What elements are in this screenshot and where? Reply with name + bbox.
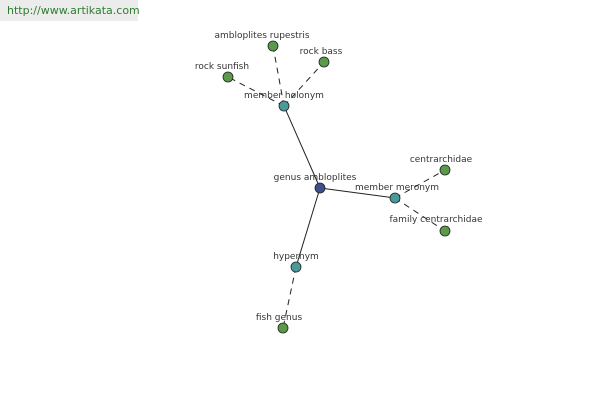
edge-center-member-holonym — [283, 105, 321, 189]
edge-center-member-meronym — [319, 187, 396, 199]
watermark-url[interactable]: http://www.artikata.com — [0, 0, 140, 21]
label-rock-bass: rock bass — [300, 47, 343, 57]
label-hypernym: hypernym — [273, 252, 319, 262]
edges — [227, 45, 446, 329]
label-genus-ambloplites: genus ambloplites — [274, 173, 357, 183]
node-genus-ambloplites[interactable] — [314, 182, 326, 194]
node-rock-sunfish[interactable] — [222, 71, 234, 83]
label-rock-sunfish: rock sunfish — [195, 62, 249, 72]
node-member-meronym[interactable] — [389, 192, 401, 204]
node-rock-bass[interactable] — [318, 56, 330, 68]
label-family-centrarchidae: family centrarchidae — [390, 215, 483, 225]
label-centrarchidae: centrarchidae — [410, 155, 473, 165]
label-member-meronym: member meronym — [355, 183, 439, 193]
nodes — [222, 40, 451, 334]
edge-holonym-rock-bass — [283, 61, 325, 107]
node-family-centrarchidae[interactable] — [439, 225, 451, 237]
label-fish-genus: fish genus — [256, 313, 303, 323]
node-ambloplites-rupestris[interactable] — [267, 40, 279, 52]
node-member-holonym[interactable] — [278, 100, 290, 112]
edge-meronym-family-centrarchidae — [394, 197, 446, 232]
node-fish-genus[interactable] — [277, 322, 289, 334]
labels: genus ambloplites member holonym member … — [195, 31, 483, 323]
edge-meronym-centrarchidae — [394, 169, 446, 199]
node-centrarchidae[interactable] — [439, 164, 451, 176]
label-member-holonym: member holonym — [244, 91, 324, 101]
node-hypernym[interactable] — [290, 261, 302, 273]
edge-center-hypernym — [295, 187, 321, 268]
label-ambloplites-rupestris: ambloplites rupestris — [214, 31, 309, 41]
